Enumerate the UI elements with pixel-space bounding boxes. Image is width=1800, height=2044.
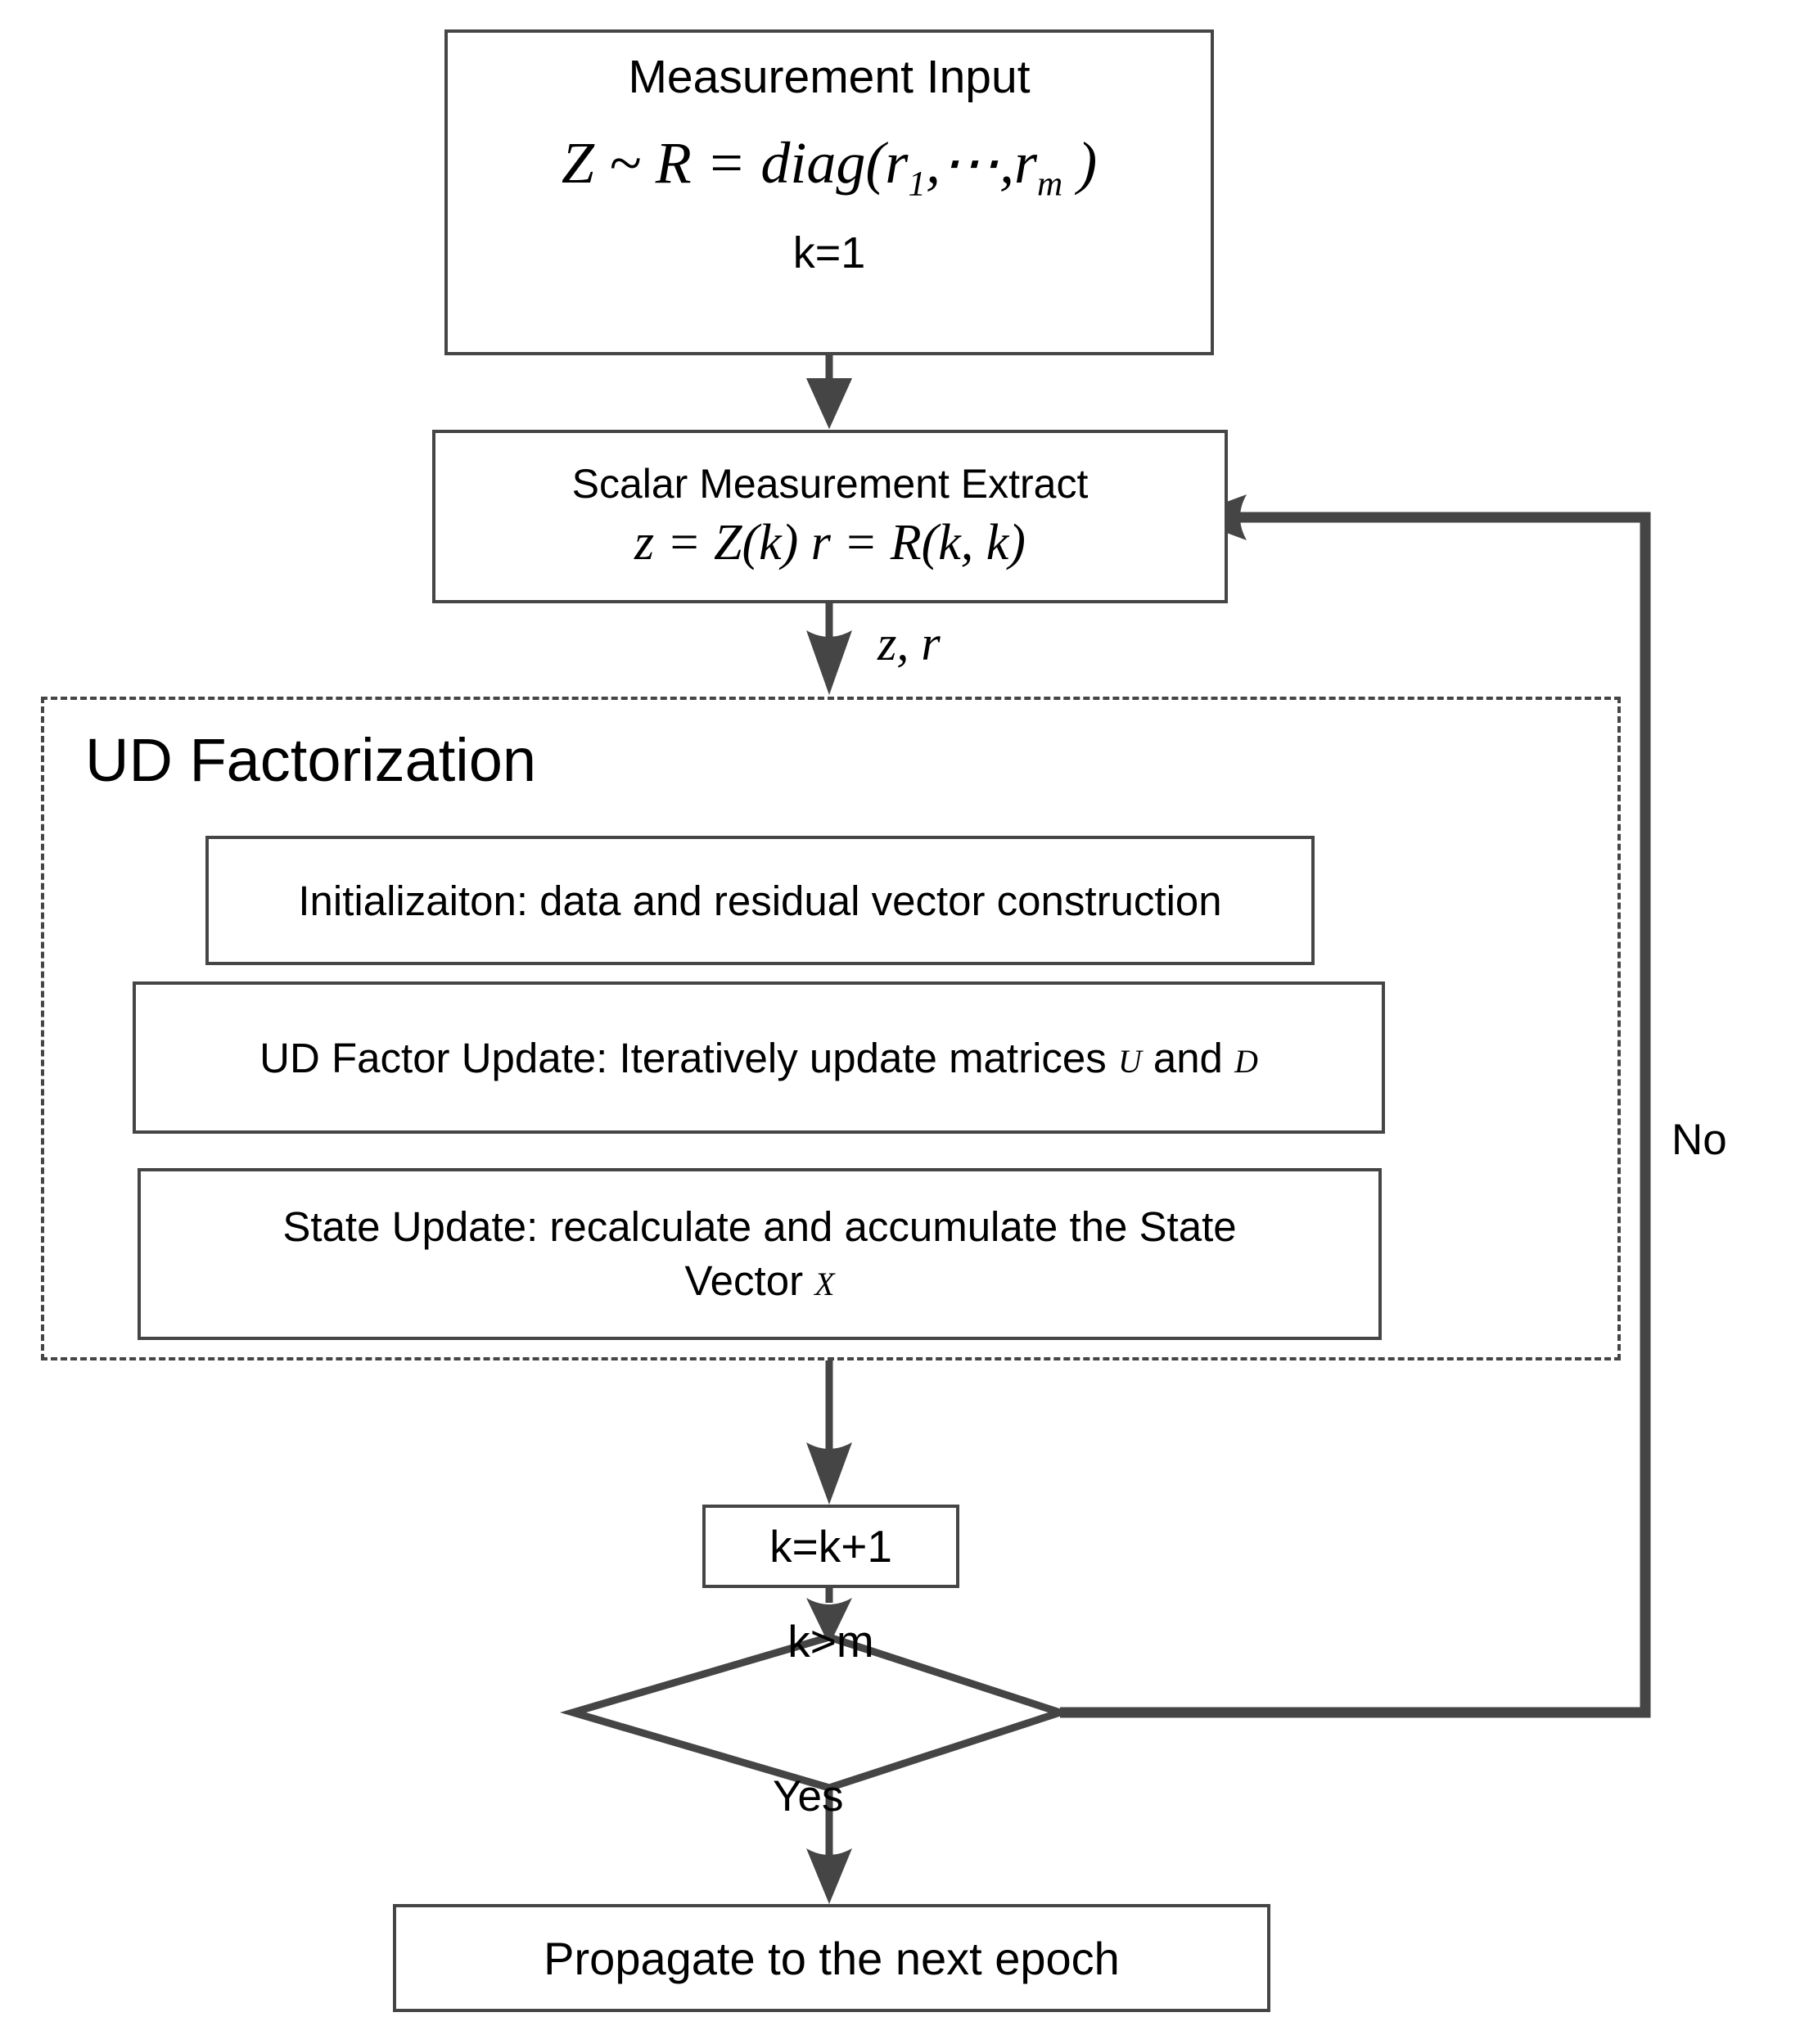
ud-factorization-group <box>41 697 1621 1360</box>
increment-counter-box[interactable]: k=k+1 <box>702 1505 959 1588</box>
state-update-text-before: Vector <box>684 1257 815 1304</box>
scalar-measurement-extract-box[interactable]: Scalar Measurement Extract z = Z(k) r = … <box>432 430 1228 603</box>
matrix-u-symbol: U <box>1117 1043 1142 1080</box>
edge-increment-to-decision <box>806 1588 852 1645</box>
decision-condition-label: k>m <box>787 1616 874 1667</box>
ud-step-factor-update-box[interactable]: UD Factor Update: Iteratively update mat… <box>133 981 1385 1134</box>
edge-label-yes: Yes <box>773 1772 844 1821</box>
ud-step-initialization-label: Initializaiton: data and residual vector… <box>298 877 1222 924</box>
factor-update-text-middle: and <box>1141 1034 1235 1081</box>
formula-mid: ,⋯,r <box>925 129 1037 196</box>
formula-subscript-2: m <box>1037 164 1063 203</box>
scalar-extract-title: Scalar Measurement Extract <box>571 461 1089 508</box>
ud-step-factor-update-label: UD Factor Update: Iteratively update mat… <box>259 1034 1258 1082</box>
edge-extract-to-ud <box>806 603 852 695</box>
measurement-input-counter: k=1 <box>792 228 866 278</box>
ud-step-initialization-box[interactable]: Initializaiton: data and residual vector… <box>205 836 1315 965</box>
ud-factorization-heading: UD Factorization <box>85 726 537 794</box>
state-update-line-2: Vector X <box>684 1254 834 1308</box>
state-vector-x-symbol: X <box>814 1266 835 1302</box>
edge-label-no: No <box>1671 1116 1727 1164</box>
scalar-extract-formula: z = Z(k) r = R(k, k) <box>634 515 1026 571</box>
measurement-input-box[interactable]: Measurement Input Z ~ R = diag(r1,⋯,rm )… <box>444 29 1214 355</box>
edge-ud-to-increment <box>806 1360 852 1505</box>
state-update-line-1: State Update: recalculate and accumulate… <box>282 1202 1237 1250</box>
propagate-next-epoch-label: Propagate to the next epoch <box>544 1932 1120 1984</box>
edge-decision-yes <box>806 1788 852 1904</box>
formula-suffix: ) <box>1062 129 1098 196</box>
edge-input-to-extract <box>806 355 852 429</box>
increment-counter-label: k=k+1 <box>769 1521 892 1572</box>
formula-subscript-1: 1 <box>908 164 926 203</box>
factor-update-text-before: UD Factor Update: Iteratively update mat… <box>259 1034 1118 1081</box>
propagate-next-epoch-box[interactable]: Propagate to the next epoch <box>393 1904 1270 2012</box>
measurement-input-title: Measurement Input <box>628 51 1031 103</box>
edge-label-z-r: z, r <box>877 616 941 670</box>
matrix-d-symbol: D <box>1234 1043 1258 1080</box>
formula-prefix: Z ~ R = diag(r <box>561 129 909 196</box>
measurement-input-formula: Z ~ R = diag(r1,⋯,rm ) <box>561 129 1098 204</box>
ud-step-state-update-box[interactable]: State Update: recalculate and accumulate… <box>138 1168 1382 1340</box>
